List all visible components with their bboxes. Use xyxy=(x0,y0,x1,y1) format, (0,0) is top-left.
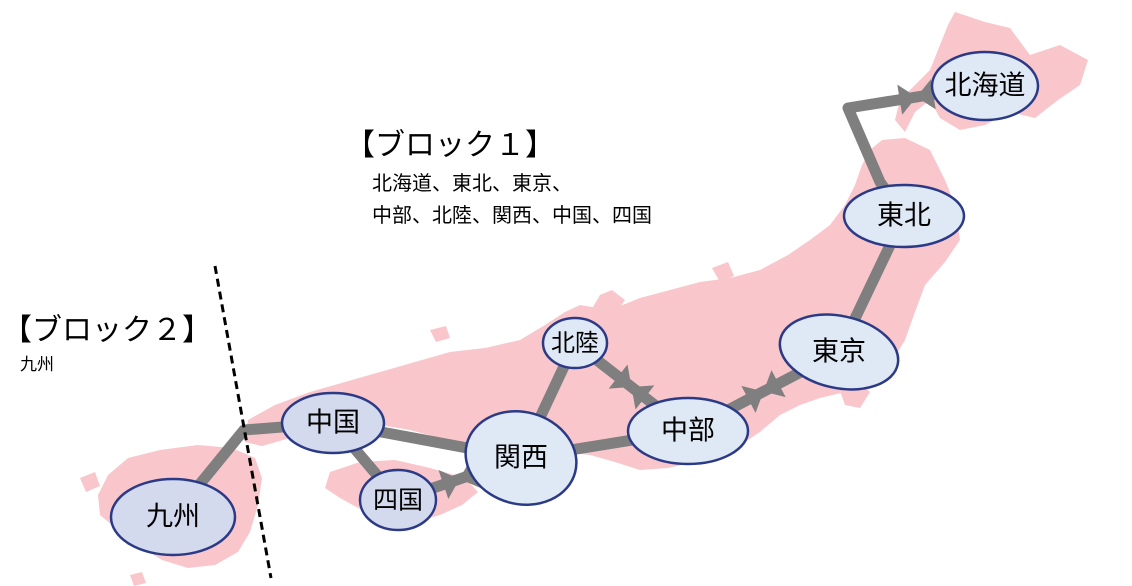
region-node-shikoku-ellipse xyxy=(358,468,438,532)
region-nodes: 北海道 東北 東京 中部 北陸 関西 中国 四国 xyxy=(109,50,1040,557)
region-node-hokuriku-ellipse xyxy=(541,316,609,370)
region-node-tokyo-ellipse xyxy=(778,313,900,391)
block-1-caption: 【ブロック１】 北海道、東北、東京、 中部、北陸、関西、中国、四国 xyxy=(345,128,652,227)
region-label-chubu: 中部 xyxy=(661,416,715,447)
region-node-hokkaido-ellipse xyxy=(930,50,1040,122)
tsushima-island xyxy=(130,572,146,586)
region-node-kansai[interactable]: 関西 xyxy=(455,399,587,517)
sado-island xyxy=(712,262,734,282)
block-1-desc-line-1: 北海道、東北、東京、 xyxy=(372,171,572,195)
region-label-tohoku: 東北 xyxy=(877,201,931,232)
block-boundary-line xyxy=(213,265,273,579)
converter-marker-hokkaido-tohoku xyxy=(897,79,936,115)
region-label-hokuriku: 北陸 xyxy=(551,329,599,357)
region-node-chugoku-ellipse xyxy=(280,391,386,455)
region-node-tohoku-ellipse xyxy=(842,183,966,249)
converter-marker-tokyo-chubu xyxy=(741,370,786,413)
noto-peninsula xyxy=(590,290,625,320)
region-label-kyushu: 九州 xyxy=(146,502,200,533)
region-label-chugoku: 中国 xyxy=(306,408,360,439)
region-node-hokuriku[interactable]: 北陸 xyxy=(541,316,609,370)
region-label-hokkaido: 北海道 xyxy=(945,71,1026,102)
region-label-tokyo: 東京 xyxy=(812,337,866,368)
block-1-title: 【ブロック１】 xyxy=(345,128,555,163)
region-node-chugoku[interactable]: 中国 xyxy=(280,391,386,455)
region-node-tokyo[interactable]: 東京 xyxy=(773,304,905,399)
region-node-shikoku[interactable]: 四国 xyxy=(358,468,438,532)
region-node-chubu-ellipse xyxy=(626,396,750,466)
region-node-hokkaido[interactable]: 北海道 xyxy=(930,50,1040,122)
region-node-kyushu[interactable]: 九州 xyxy=(109,477,237,557)
block-2-title: 【ブロック２】 xyxy=(2,313,212,348)
converter-marker-chubu-hokuriku xyxy=(608,364,655,410)
oki-islands xyxy=(430,326,450,342)
region-label-kansai: 関西 xyxy=(494,443,548,474)
block-2-caption: 【ブロック２】 九州 xyxy=(2,313,212,375)
block-2-desc-line-1: 九州 xyxy=(20,355,54,375)
region-label-shikoku: 四国 xyxy=(373,486,423,515)
region-node-tohoku[interactable]: 東北 xyxy=(842,183,966,249)
region-node-chubu[interactable]: 中部 xyxy=(626,396,750,466)
region-node-kyushu-ellipse xyxy=(109,477,237,557)
block-1-desc-line-2: 中部、北陸、関西、中国、四国 xyxy=(372,203,652,227)
kyushu-west-islets xyxy=(80,472,100,492)
interconnection-lines xyxy=(168,79,986,521)
region-node-kansai-ellipse xyxy=(464,410,578,506)
